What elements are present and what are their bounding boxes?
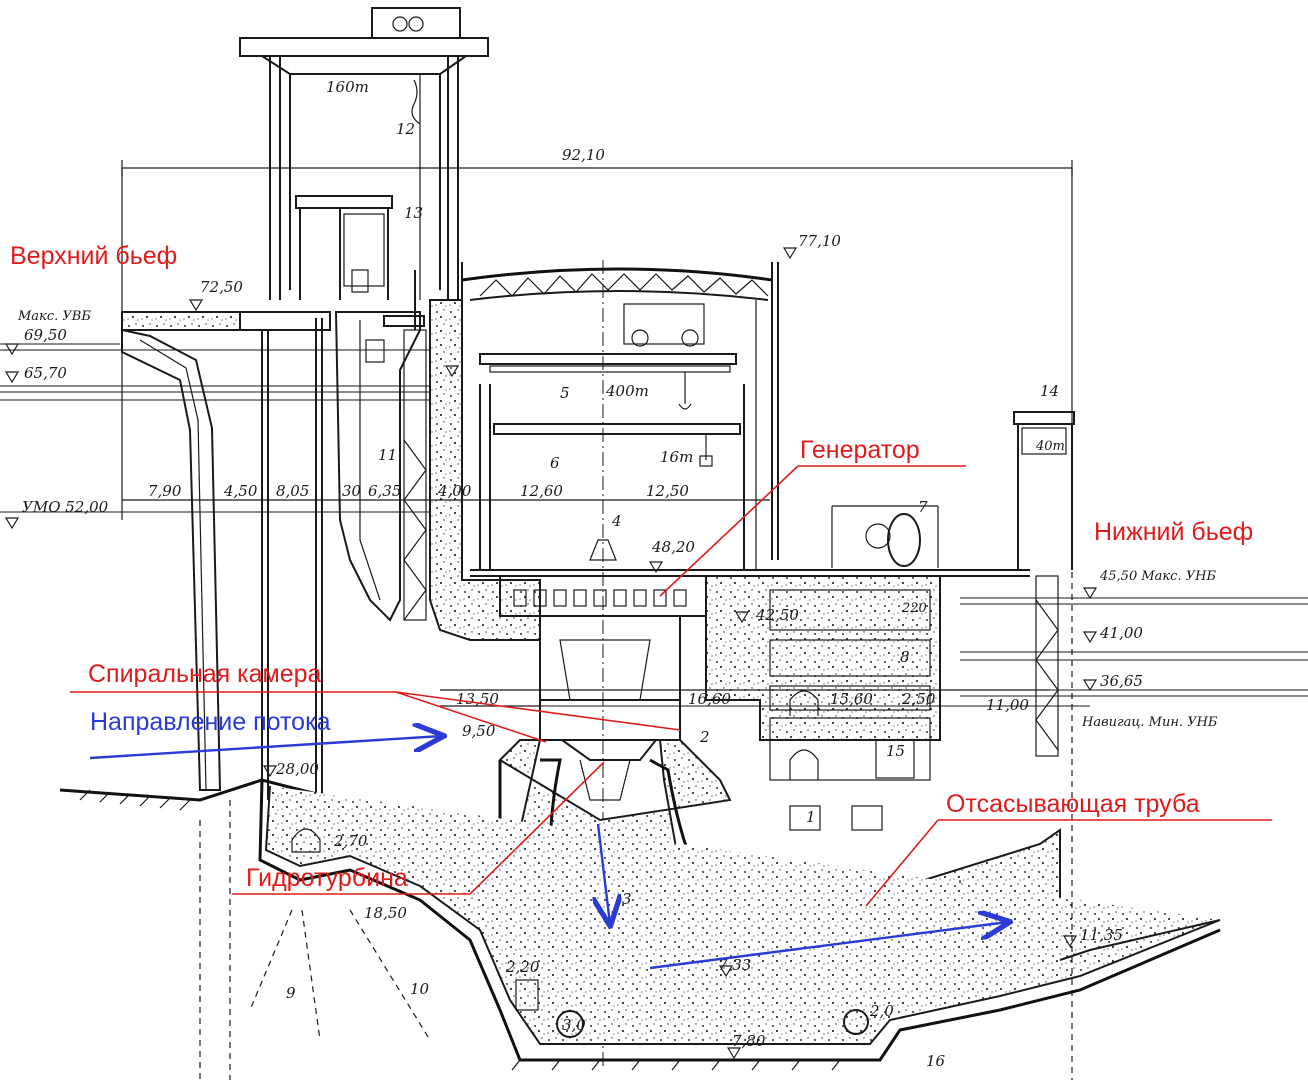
draft-tube-label: Отсасывающая труба	[946, 790, 1200, 818]
lower-3665: 36,65	[1100, 672, 1143, 690]
max-upper-value: 69,50	[24, 326, 67, 344]
marker-7: 7	[918, 498, 928, 516]
marker-11: 11	[378, 446, 397, 464]
gallery-270: 2,70	[333, 832, 368, 850]
w-220: 220	[901, 601, 927, 616]
marker-4: 4	[611, 512, 622, 530]
spiral-level: 9,50	[462, 722, 496, 740]
flow-arrow-down	[598, 823, 610, 924]
marker-10: 10	[410, 980, 430, 998]
w-1250: 12,50	[646, 482, 689, 500]
dimension-texts: 92,10 72,50 Макс. УВБ 69,50 65,70 УМО 52…	[17, 146, 1218, 1050]
upper-water-levels	[0, 343, 440, 513]
generator-stator	[513, 589, 687, 607]
w-450: 4,50	[223, 482, 258, 500]
gallery-30: 3,0	[562, 1016, 586, 1034]
tail-crane-capacity: 40т	[1035, 439, 1065, 454]
w-1100: 11,00	[986, 696, 1029, 714]
marker-8: 8	[900, 648, 910, 666]
tail-exit-level: 11,35	[1080, 926, 1123, 944]
gallery-220: 2,20	[505, 958, 540, 976]
marker-5: 5	[560, 384, 570, 402]
crest-text: 72,50	[200, 278, 243, 296]
marker-1: 1	[806, 808, 816, 826]
overall-width-text: 92,10	[562, 146, 605, 164]
lower-pool-label: Нижний бьеф	[1094, 518, 1253, 546]
level-markers	[4, 247, 1098, 1060]
marker-3: 3	[622, 890, 632, 908]
tailrace-block	[705, 411, 1075, 831]
flow-annotations: Направление потока	[89, 708, 1008, 970]
floor-4250: 42,50	[755, 606, 799, 624]
gantry-crane	[239, 7, 489, 300]
flow-arrow-outlet	[649, 922, 1008, 970]
w-30: 30	[342, 482, 362, 500]
bottom-780: 7,80	[732, 1032, 766, 1050]
intake-floor-level: 28,00	[275, 760, 319, 778]
spiral-chamber-label: Спиральная камера	[88, 660, 322, 688]
marker-16: 16	[926, 1052, 946, 1070]
w-1560: 15,60	[830, 690, 873, 708]
intake-structure	[121, 270, 427, 800]
bottom-733: 7,33	[718, 956, 751, 974]
gantry-capacity: 160т	[326, 78, 369, 96]
nav-min-label: Навигац. Мин. УНБ	[1081, 715, 1218, 730]
powerhouse	[429, 260, 960, 1070]
lower-water-levels	[440, 597, 1308, 707]
intake-gantry	[295, 195, 393, 300]
foundation	[59, 440, 1221, 1080]
aux-crane-capacity: 16т	[660, 448, 693, 466]
marker-2: 2	[699, 728, 710, 746]
pile-1850: 18,50	[364, 904, 407, 922]
dimension-chain	[122, 499, 1050, 707]
marker-9: 9	[286, 984, 296, 1002]
flow-direction-label: Направление потока	[90, 708, 331, 736]
marker-12: 12	[396, 120, 415, 138]
w-805: 8,05	[276, 482, 309, 500]
w-400: 4,00	[437, 482, 472, 500]
turbine-label: Гидротурбина	[246, 864, 408, 892]
gen-floor-level: 48,20	[651, 538, 695, 556]
marker-13: 13	[404, 204, 423, 222]
dead-level-text: УМО 52,00	[22, 498, 109, 516]
roof-level: 77,10	[798, 232, 841, 250]
hall-crane-capacity: 400т	[605, 382, 649, 400]
w-250: 2,50	[901, 690, 936, 708]
w-1260: 12,60	[520, 482, 563, 500]
marker-14: 14	[1040, 382, 1059, 400]
lower-41: 41,00	[1099, 624, 1143, 642]
flow-arrow-inlet	[89, 736, 442, 760]
w-790: 7,90	[148, 482, 182, 500]
w-1660: 16,60	[688, 690, 731, 708]
crane-capacities: 160т 400т 16т 40т	[326, 78, 1065, 466]
upper-pool-label: Верхний бьеф	[10, 242, 177, 270]
max-upper-label: Макс. УВБ	[17, 309, 91, 324]
numbered-markers: 1 2 3 4 5 6 7 8 9 10 11 12 13 14 15 16	[286, 120, 1059, 1070]
red-annotations: Верхний бьеф Нижний бьеф Генератор Спира…	[10, 242, 1272, 907]
gallery-20: 2,0	[869, 1002, 894, 1020]
upper-level-2: 65,70	[24, 364, 67, 382]
tail-deck-level: 45,50 Макс. УНБ	[1099, 569, 1216, 584]
generator-label: Генератор	[800, 436, 920, 464]
w-1350: 13,50	[456, 690, 499, 708]
marker-6: 6	[550, 454, 560, 472]
w-635: 6,35	[368, 482, 401, 500]
marker-15: 15	[886, 742, 905, 760]
